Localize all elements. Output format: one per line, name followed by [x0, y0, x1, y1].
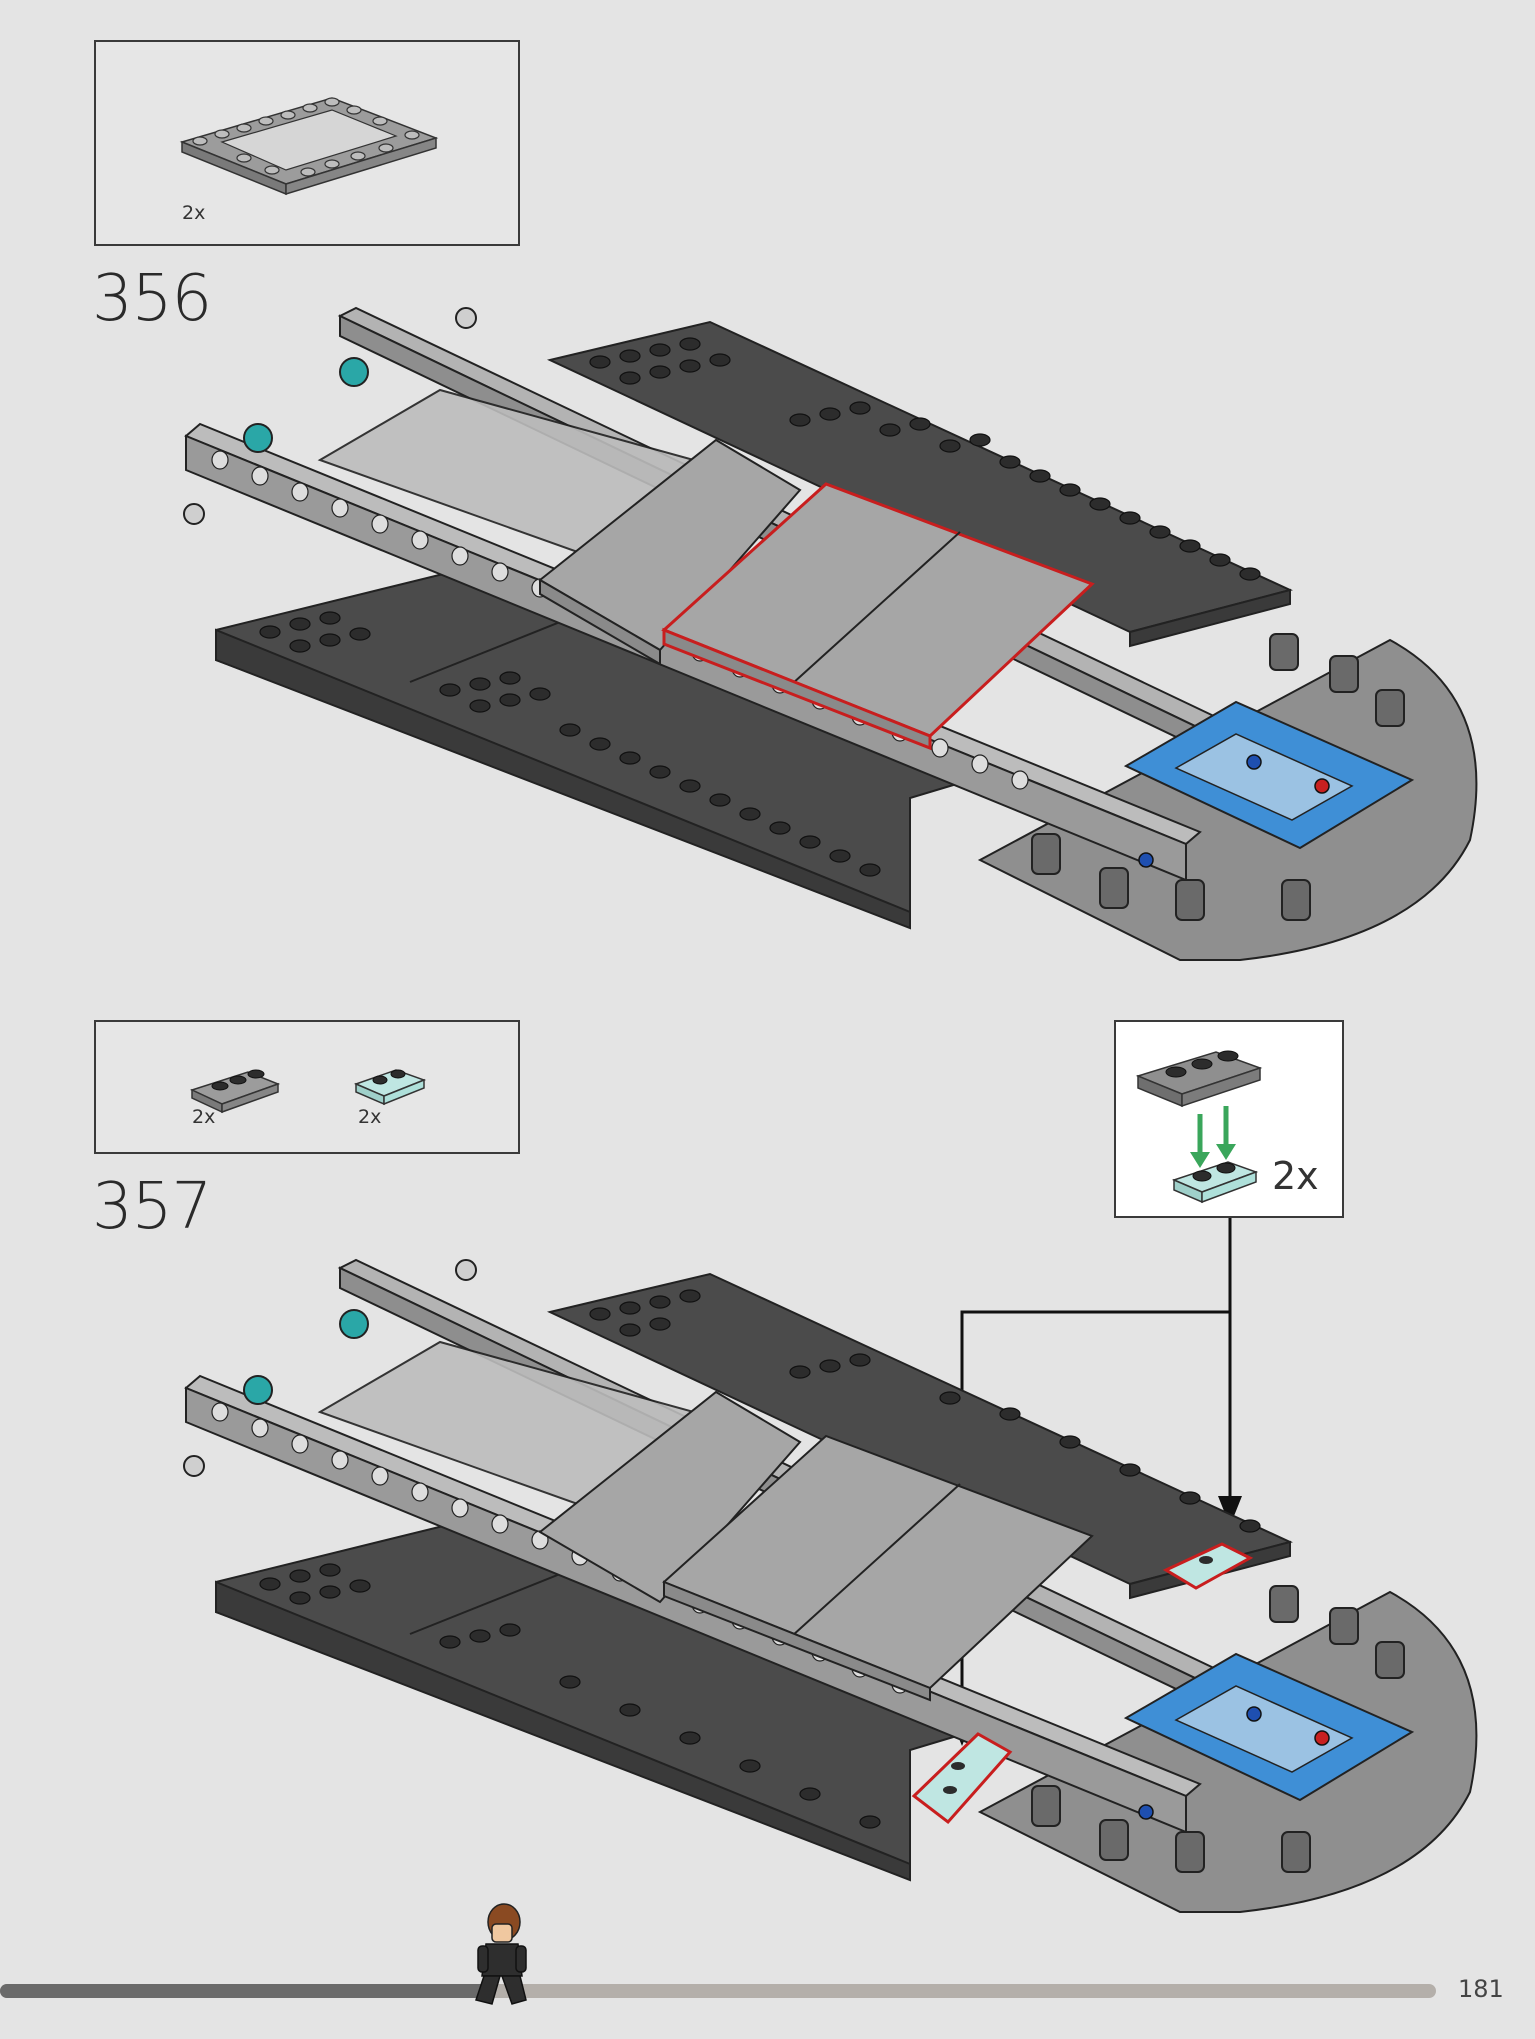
new-part-highlight	[1162, 1542, 1254, 1590]
part-grey-plate-image	[189, 1069, 281, 1114]
subassembly-qty: 2x	[1272, 1154, 1319, 1198]
step-356-model	[183, 306, 1478, 961]
parts-callout-356: 2x	[94, 40, 520, 246]
progress-fill	[0, 1984, 488, 1998]
pin	[455, 307, 477, 329]
subassembly-image	[1135, 1050, 1263, 1204]
parts-callout-357: 2x 2x	[94, 1020, 520, 1154]
arrow-head	[1218, 1496, 1242, 1526]
step-number: 357	[92, 1170, 212, 1244]
new-part-highlight	[911, 1732, 1013, 1825]
progress-bar	[0, 1984, 1436, 1998]
part-trans-plate-image	[353, 1069, 427, 1106]
page-number: 181	[1458, 1975, 1504, 2003]
minifigure-icon	[475, 1903, 527, 2005]
subassembly-callout: 2x	[1114, 1020, 1344, 1218]
step-357-model	[183, 1218, 1478, 1913]
part-qty: 2x	[182, 202, 206, 224]
part-frame-plate-image	[179, 97, 439, 196]
teal-connector	[339, 357, 369, 387]
part-qty: 2x	[358, 1106, 382, 1128]
step-number: 356	[92, 262, 212, 336]
part-qty: 2x	[192, 1106, 216, 1128]
